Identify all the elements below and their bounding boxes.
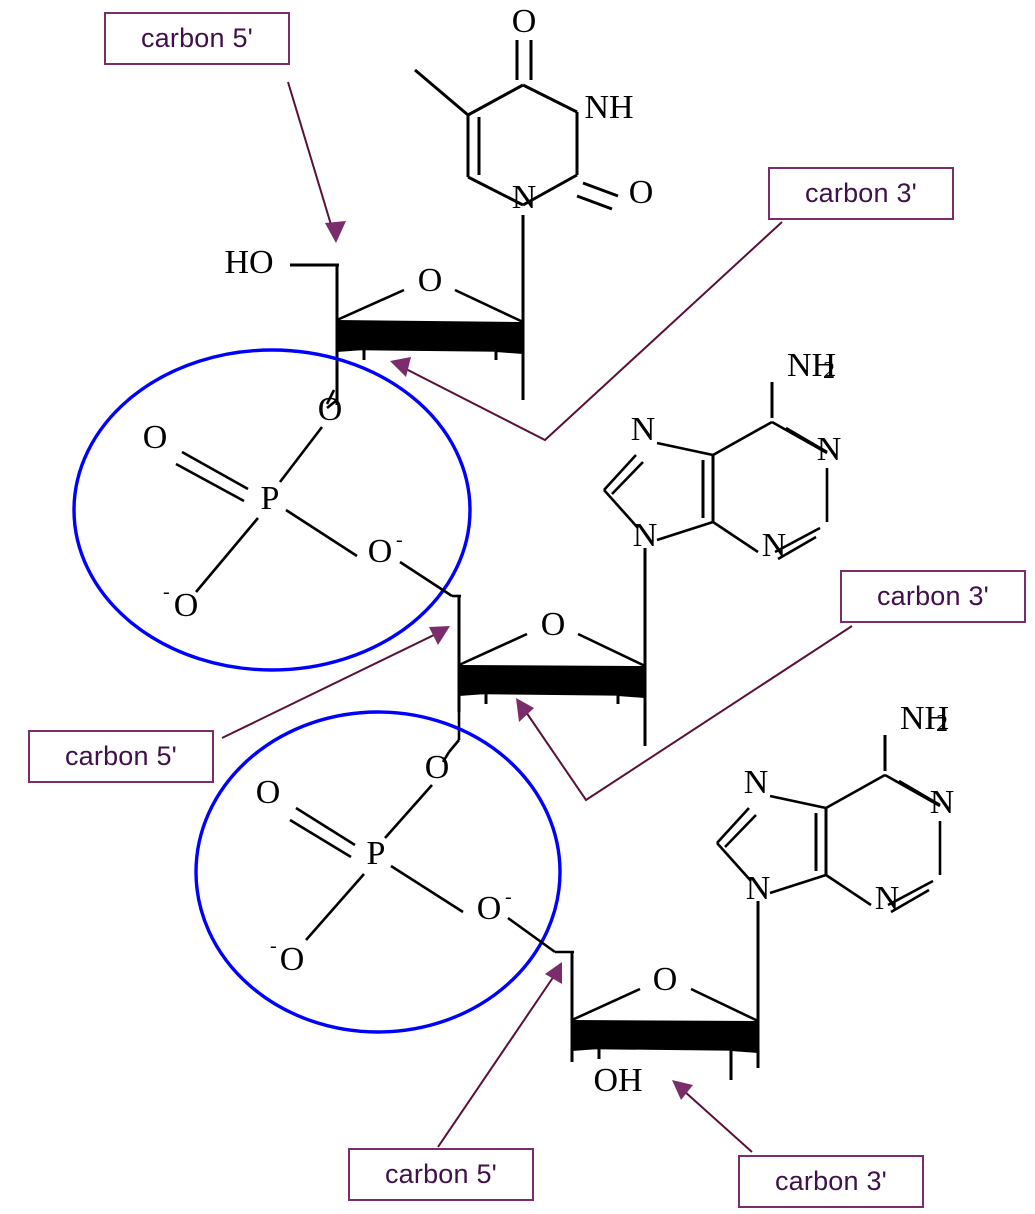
arrow-carbon-3-top bbox=[390, 221, 783, 442]
arrow-carbon-3-bottom bbox=[672, 1080, 753, 1153]
atom-label-o: O bbox=[512, 3, 537, 40]
adenine-base-2: N N N N NH 2 bbox=[716, 700, 955, 1028]
callout-carbon-3-bottom: carbon 3' bbox=[738, 1155, 924, 1208]
highlight-circle bbox=[194, 710, 562, 1034]
callout-label: carbon 3' bbox=[876, 581, 990, 611]
charge-minus: - bbox=[270, 935, 277, 957]
atom-label-n: N bbox=[762, 527, 787, 564]
atom-label-nh2-subscript: 2 bbox=[936, 711, 948, 737]
atom-label-nh: NH bbox=[584, 89, 633, 126]
callout-carbon-3-top: carbon 3' bbox=[768, 167, 954, 220]
highlight-circle bbox=[72, 348, 472, 672]
charge-minus: - bbox=[163, 581, 170, 603]
atom-label-n: N bbox=[746, 870, 771, 907]
charge-minus: - bbox=[396, 529, 403, 551]
atom-label-n: N bbox=[930, 784, 955, 821]
atom-label-oh: OH bbox=[593, 1062, 642, 1099]
atom-label-ho: HO bbox=[224, 244, 273, 281]
atom-label-o: O bbox=[256, 774, 281, 811]
atom-label-o: O bbox=[143, 419, 168, 456]
arrow-carbon-5-bottom bbox=[437, 962, 562, 1148]
atom-label-o: O bbox=[318, 391, 343, 428]
atom-label-o: O bbox=[280, 941, 305, 978]
arrow-carbon-3-middle bbox=[516, 625, 853, 802]
callout-carbon-5-top: carbon 5' bbox=[104, 12, 290, 65]
atom-label-nh2-subscript: 2 bbox=[823, 358, 835, 384]
atom-label-o: O bbox=[425, 749, 450, 786]
callout-label: carbon 5' bbox=[384, 1159, 498, 1189]
callout-label: carbon 5' bbox=[140, 23, 254, 53]
atom-label-o: O bbox=[541, 606, 566, 643]
atom-label-nh2: NH bbox=[900, 700, 949, 737]
callout-carbon-5-bottom: carbon 5' bbox=[348, 1148, 534, 1201]
atom-label-o: O bbox=[418, 262, 443, 299]
atom-label-n: N bbox=[512, 179, 537, 216]
deoxyribose-sugar-2: O bbox=[448, 594, 647, 753]
callout-label: carbon 5' bbox=[64, 741, 178, 771]
arrow-carbon-5-top bbox=[287, 81, 346, 243]
atom-label-n: N bbox=[631, 411, 656, 448]
atom-label-o: O bbox=[629, 174, 654, 211]
atom-label-n: N bbox=[817, 431, 842, 468]
atom-label-o: O bbox=[174, 587, 199, 624]
callout-carbon-3-middle: carbon 3' bbox=[840, 570, 1026, 623]
callout-label: carbon 3' bbox=[804, 178, 918, 208]
atom-label-o: O bbox=[653, 961, 678, 998]
thymine-base: O NH O N bbox=[414, 3, 654, 330]
atom-label-n: N bbox=[744, 764, 769, 801]
deoxyribose-sugar-3: O OH bbox=[555, 950, 760, 1099]
atom-label-nh2: NH bbox=[787, 347, 836, 384]
atom-label-o: O bbox=[477, 890, 502, 927]
atom-label-n: N bbox=[633, 517, 658, 554]
atom-label-p: P bbox=[261, 480, 280, 517]
adenine-base-1: N N N N NH 2 bbox=[603, 347, 842, 675]
phosphate-group-2: P O O O - O - bbox=[194, 710, 562, 1034]
arrow-carbon-5-middle bbox=[221, 626, 450, 739]
deoxyribose-sugar-1: O HO bbox=[224, 244, 525, 410]
atom-label-o: O bbox=[368, 533, 393, 570]
phosphate-group-1: P O O O - O - bbox=[72, 348, 472, 672]
callout-label: carbon 3' bbox=[774, 1166, 888, 1196]
atom-label-n: N bbox=[875, 880, 900, 917]
callout-carbon-5-middle: carbon 5' bbox=[28, 730, 214, 783]
charge-minus: - bbox=[505, 886, 512, 908]
atom-label-p: P bbox=[367, 835, 386, 872]
